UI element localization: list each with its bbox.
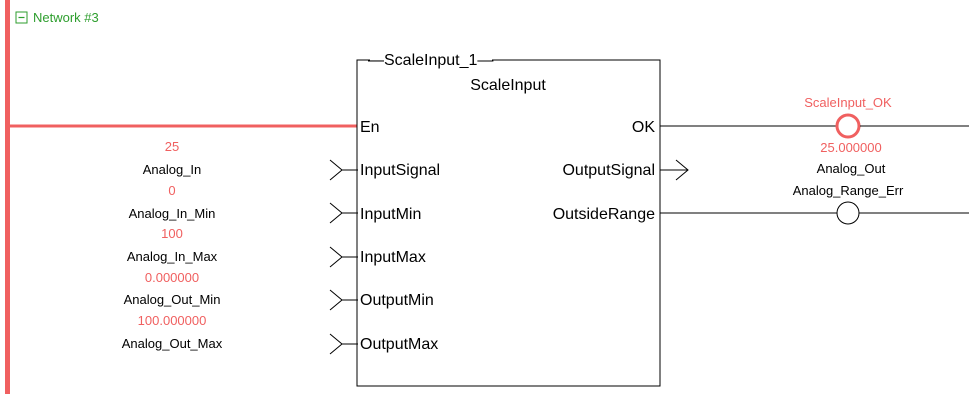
block-type-name: ScaleInput	[470, 77, 546, 94]
analog-out-label[interactable]: Analog_Out	[817, 161, 886, 176]
network-label: Network #3	[33, 10, 99, 25]
input-arrow-icon	[329, 159, 343, 181]
analog-out-value: 25.000000	[820, 140, 881, 155]
input-arrow-icon	[329, 202, 343, 224]
pin-inputmax: InputMax	[360, 249, 426, 266]
pin-inputmin: InputMin	[360, 206, 421, 223]
analog-in-min-value: 0	[168, 183, 175, 198]
analog-out-min-label[interactable]: Analog_Out_Min	[124, 292, 221, 307]
analog-in-min-label[interactable]: Analog_In_Min	[129, 206, 216, 221]
function-block[interactable]: —ScaleInput_1— ScaleInput En InputSignal…	[356, 52, 661, 387]
pin-ok: OK	[632, 119, 655, 136]
input-arrow-icon	[329, 333, 343, 355]
range-coil-icon[interactable]	[836, 201, 860, 225]
output-signal-connector	[660, 159, 689, 181]
range-coil-label[interactable]: Analog_Range_Err	[793, 183, 904, 198]
pin-outputmax: OutputMax	[360, 336, 438, 353]
pin-inputsignal: InputSignal	[360, 162, 440, 179]
minus-box-icon[interactable]	[15, 11, 28, 24]
analog-out-max-value: 100.000000	[138, 313, 207, 328]
pin-outsiderange: OutsideRange	[553, 206, 655, 223]
pin-outputmin: OutputMin	[360, 292, 434, 309]
ok-coil-icon[interactable]	[835, 113, 861, 139]
analog-out-min-value: 0.000000	[145, 270, 199, 285]
block-instance-name: —ScaleInput_1—	[368, 52, 493, 69]
output-arrow-icon	[675, 159, 689, 181]
pin-en: En	[360, 119, 380, 136]
input-arrow-icon	[329, 289, 343, 311]
analog-in-max-value: 100	[161, 226, 183, 241]
network-header[interactable]: Network #3	[15, 10, 99, 25]
ok-coil-label[interactable]: ScaleInput_OK	[804, 95, 892, 110]
analog-in-label[interactable]: Analog_In	[143, 162, 202, 177]
analog-in-max-label[interactable]: Analog_In_Max	[127, 249, 218, 264]
input-connectors	[329, 159, 358, 355]
left-power-rail	[5, 0, 10, 394]
analog-out-max-label[interactable]: Analog_Out_Max	[122, 336, 223, 351]
input-arrow-icon	[329, 246, 343, 268]
pin-outputsignal: OutputSignal	[562, 162, 655, 179]
analog-in-value: 25	[165, 139, 179, 154]
block-body	[356, 59, 661, 387]
input-variables: 25 Analog_In 0 Analog_In_Min 100 Analog_…	[122, 139, 223, 351]
